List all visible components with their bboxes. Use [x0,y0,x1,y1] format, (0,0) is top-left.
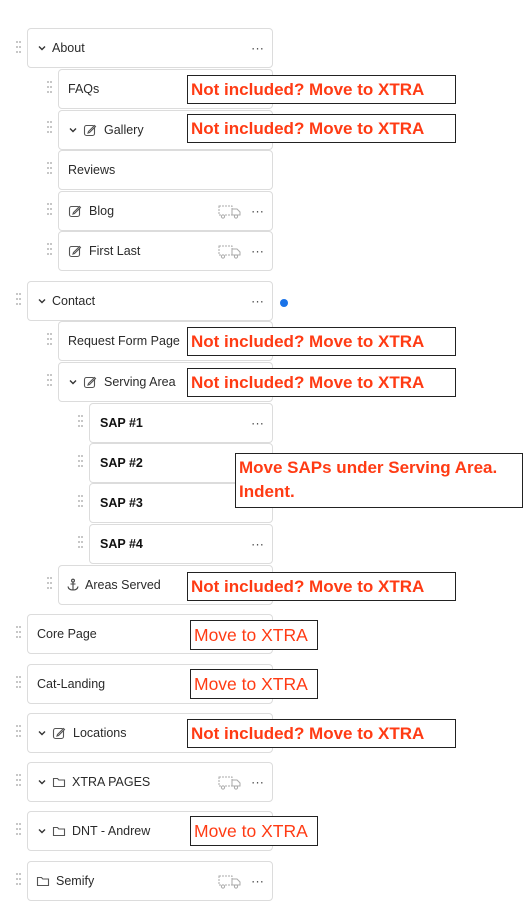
drag-handle[interactable] [16,873,22,889]
delivery-truck-icon [218,875,241,889]
drag-handle[interactable] [47,243,53,259]
chevron-down-icon[interactable] [36,295,48,307]
tree-item-label: Core Page [37,627,97,641]
tree-item-label: Semify [56,874,95,888]
tree-item-label: First Last [89,244,141,258]
delivery-truck-icon [218,776,241,790]
more-menu-icon[interactable]: ··· [251,40,264,56]
tree-item-label: Areas Served [85,578,161,592]
drag-handle[interactable] [16,725,22,741]
annotation-note: Not included? Move to XTRA [187,368,456,397]
tree-item-blog[interactable]: Blog ··· [58,191,273,231]
tree-item-label: SAP #1 [100,416,143,430]
tree-item-label: Request Form Page [68,334,180,348]
chevron-down-icon[interactable] [36,825,48,837]
chevron-down-icon[interactable] [67,376,79,388]
tree-item-sap-1[interactable]: SAP #1 ··· [89,403,273,443]
edit-icon [52,727,66,740]
tree-item-reviews[interactable]: Reviews [58,150,273,190]
tree-item-label: About [52,41,85,55]
tree-item-sap-4[interactable]: SAP #4 ··· [89,524,273,564]
tree-item-semify[interactable]: Semify ··· [27,861,273,901]
tree-item-label: Gallery [104,123,144,137]
drag-handle[interactable] [47,162,53,178]
chevron-down-icon[interactable] [36,727,48,739]
more-menu-icon[interactable]: ··· [251,203,264,219]
tree-item-areas-served[interactable]: Areas Served [58,565,273,605]
annotation-note: Not included? Move to XTRA [187,572,456,601]
more-menu-icon[interactable]: ··· [251,536,264,552]
annotation-note: Move to XTRA [190,669,318,699]
edit-icon [68,245,82,258]
tree-item-label: Locations [73,726,127,740]
chevron-down-icon[interactable] [36,776,48,788]
more-menu-icon[interactable]: ··· [251,293,264,309]
more-menu-icon[interactable]: ··· [251,873,264,889]
chevron-down-icon[interactable] [36,42,48,54]
annotation-note: Not included? Move to XTRA [187,75,456,104]
annotation-note: Move to XTRA [190,620,318,650]
drag-handle[interactable] [47,333,53,349]
chevron-down-icon[interactable] [67,124,79,136]
tree-item-contact[interactable]: Contact ··· [27,281,273,321]
annotation-note: Move to XTRA [190,816,318,846]
more-menu-icon[interactable]: ··· [251,415,264,431]
drag-handle[interactable] [47,121,53,137]
annotation-note-move-saps: Move SAPs under Serving Area. Indent. [235,453,523,508]
delivery-truck-icon [218,205,241,219]
more-menu-icon[interactable]: ··· [251,774,264,790]
delivery-truck-icon [218,245,241,259]
drag-handle[interactable] [47,203,53,219]
tree-item-label: XTRA PAGES [72,775,151,789]
edit-icon [68,205,82,218]
tree-item-label: FAQs [68,82,100,96]
status-dot [280,299,288,307]
drag-handle[interactable] [16,41,22,57]
annotation-text: Move SAPs under Serving Area. [239,458,498,477]
drag-handle[interactable] [16,626,22,642]
tree-item-label: DNT - Andrew [72,824,151,838]
tree-item-label: SAP #4 [100,537,143,551]
tree-item-label: SAP #3 [100,496,143,510]
edit-icon [83,124,97,137]
drag-handle[interactable] [16,774,22,790]
folder-icon [52,826,66,837]
anchor-icon [67,578,79,591]
tree-item-label: Serving Area [104,375,176,389]
annotation-note: Not included? Move to XTRA [187,114,456,143]
drag-handle[interactable] [16,823,22,839]
edit-icon [83,376,97,389]
drag-handle[interactable] [47,577,53,593]
drag-handle[interactable] [16,293,22,309]
folder-icon [52,777,66,788]
tree-item-label: Cat-Landing [37,677,106,691]
tree-item-xtra-pages[interactable]: XTRA PAGES ··· [27,762,273,802]
annotation-note: Not included? Move to XTRA [187,719,456,748]
tree-item-about[interactable]: About ··· [27,28,273,68]
drag-handle[interactable] [78,415,84,431]
annotation-text: Indent. [239,482,295,501]
more-menu-icon[interactable]: ··· [251,243,264,259]
annotation-note: Not included? Move to XTRA [187,327,456,356]
drag-handle[interactable] [16,676,22,692]
drag-handle[interactable] [78,495,84,511]
tree-item-label: Contact [52,294,96,308]
tree-item-label: SAP #2 [100,456,143,470]
drag-handle[interactable] [78,455,84,471]
tree-item-label: Reviews [68,163,116,177]
drag-handle[interactable] [47,374,53,390]
folder-icon [36,876,50,887]
drag-handle[interactable] [47,81,53,97]
tree-item-first-last[interactable]: First Last ··· [58,231,273,271]
drag-handle[interactable] [78,536,84,552]
tree-item-label: Blog [89,204,115,218]
